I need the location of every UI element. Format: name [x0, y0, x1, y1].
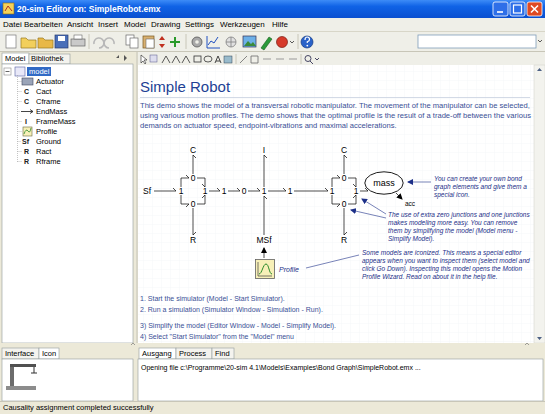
node-label: mass [373, 178, 395, 188]
tree-item: model [27, 67, 51, 76]
bond-element: MSf [256, 236, 271, 245]
element-type: C [24, 97, 29, 106]
element-type: C [24, 87, 29, 96]
tree-item: Actuator [36, 77, 64, 86]
panel-tab: Ausgang [142, 349, 172, 358]
model-tree-panel [0, 52, 136, 343]
instruction-step: 2. Run a simulation (Simulator Window - … [140, 305, 323, 314]
menu-item: Model [124, 20, 146, 30]
menu-item: Drawing [151, 20, 180, 30]
menu-item: Insert [98, 20, 118, 30]
toolbar [0, 18, 545, 52]
element-type: R [24, 147, 29, 156]
signal-name: acc [405, 200, 415, 208]
bond-element: R [190, 236, 196, 245]
panel-tab: Bibliothek [31, 54, 64, 63]
panel-tab: Interface [5, 349, 34, 358]
profile-icon [255, 259, 275, 279]
bond-element: Sf [143, 187, 151, 196]
element-type: I [25, 117, 27, 126]
annotation-note: The use of extra zero junctions and one … [388, 211, 533, 243]
junction: 1 [354, 187, 359, 196]
drawing-toolbar [138, 52, 545, 65]
menu-item: Datei [3, 20, 22, 30]
element-ellipse: mass [364, 171, 404, 195]
panel-tab: Icon [42, 349, 56, 358]
bond-element: R [341, 236, 347, 245]
tree-item: Rframe [36, 157, 61, 166]
instruction-step: 1. Start the simulator (Model - Start Si… [140, 294, 285, 303]
bond-graph [154, 155, 402, 258]
junction: 0 [342, 200, 347, 209]
instruction-step: 3) Simplify the model (Editor Window - M… [140, 321, 336, 330]
junction: 0 [191, 174, 196, 183]
tree-item: Cact [36, 87, 51, 96]
menu-item: Hilfe [272, 20, 288, 30]
tree-item: Ract [36, 147, 51, 156]
tree-item: Ground [36, 137, 61, 146]
junction: 1 [288, 187, 293, 196]
splitter [136, 52, 138, 343]
tree-item: Cframe [36, 97, 61, 106]
panel-tab: Find [215, 349, 230, 358]
bond-element: C [341, 146, 347, 155]
panel-tab: Process [179, 349, 206, 358]
status-message: Causality assignment completed successfu… [3, 403, 153, 413]
bond-element: I [263, 146, 265, 155]
menu-item: Ansicht [67, 20, 93, 30]
junction: 0 [242, 187, 247, 196]
junction: 0 [191, 200, 196, 209]
description-text: This demo shows the model of a transvers… [140, 101, 532, 131]
title-bar [0, 0, 545, 18]
window-title: 20-sim Editor on: SimpleRobot.emx [17, 3, 161, 15]
model-canvas [138, 65, 545, 343]
output-message: Opening file c:\Programme\20-sim 4.1\Mod… [141, 363, 421, 372]
node-label: Profile [279, 266, 299, 273]
junction: 1 [330, 187, 335, 196]
junction: 0 [342, 174, 347, 183]
junction: 1 [179, 187, 184, 196]
annotation-note: Some models are iconized. This means a s… [362, 249, 530, 281]
tree-item: Profile [36, 127, 57, 136]
annotation-note: You can create your own bond graph eleme… [434, 175, 533, 199]
instruction-step: 4) Select "Start Simulator" from the "Mo… [140, 332, 294, 341]
menu-item: Settings [185, 20, 214, 30]
tree-item: EndMass [36, 107, 67, 116]
element-type: R [24, 157, 29, 166]
bond-element: C [190, 146, 196, 155]
menu-item: Werkzeugen [220, 20, 265, 30]
junction: 1 [262, 187, 267, 196]
element-type: Sf [22, 137, 29, 146]
menu-item: Bearbeiten [24, 20, 63, 30]
bottom-panels [0, 343, 545, 414]
page-heading: Simple Robot [140, 78, 230, 95]
iconized-submodel: Profile [255, 259, 301, 279]
junction: 1 [203, 187, 208, 196]
panel-tab: Model [5, 54, 25, 63]
junction: 1 [222, 187, 227, 196]
tree-item: FrameMass [36, 117, 76, 126]
